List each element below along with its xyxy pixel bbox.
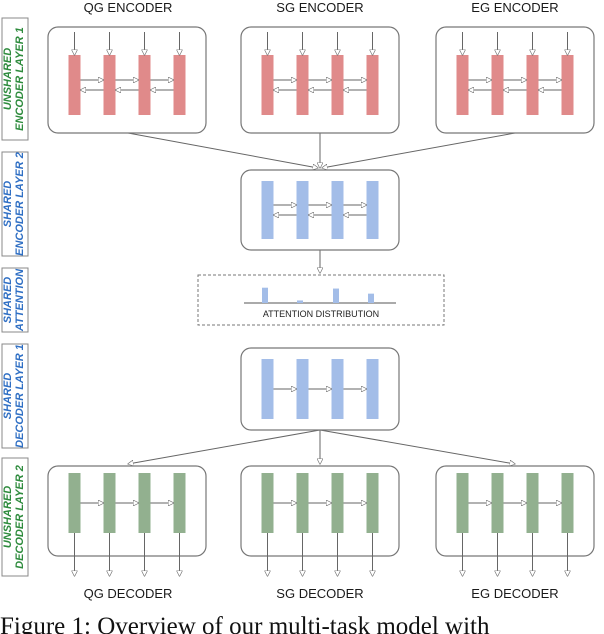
- hidden-state-bar: [561, 473, 574, 533]
- attention-bar: [262, 287, 268, 303]
- hidden-state-bar: [261, 473, 274, 533]
- hidden-state-bar: [103, 55, 116, 115]
- hidden-state-bar: [366, 473, 379, 533]
- eg-decoder-title: EG DECODER: [471, 586, 558, 601]
- hidden-state-bar: [366, 55, 379, 115]
- hidden-state-bar: [296, 359, 309, 419]
- attention-bars: [262, 287, 374, 303]
- eg-encoder-module: [435, 26, 595, 134]
- hidden-state-bar: [138, 55, 151, 115]
- hidden-state-bar: [261, 181, 274, 239]
- hidden-state-bar: [456, 55, 469, 115]
- side-label-line2: ENCODER LAYER 2: [14, 152, 26, 256]
- side-label-line1: UNSHARED: [2, 48, 14, 110]
- module-box: [240, 465, 400, 557]
- hidden-state-bar: [261, 55, 274, 115]
- side-label-line2: DECODER LAYER 1: [14, 344, 26, 448]
- eg-encoder-title: EG ENCODER: [471, 0, 558, 15]
- hidden-state-bar: [366, 359, 379, 419]
- attention-bar: [368, 293, 374, 303]
- side-label-line2: ENCODER LAYER 1: [14, 27, 26, 131]
- hidden-state-bar: [526, 55, 539, 115]
- hidden-state-bar: [331, 473, 344, 533]
- figure-caption: Figure 1: Overview of our multi-task mod…: [0, 613, 490, 634]
- eg-decoder-module: [435, 465, 595, 576]
- side-label-line2: DECODER LAYER 2: [14, 465, 26, 569]
- enc1-to-enc2-line: [127, 132, 318, 168]
- hidden-state-bar: [526, 473, 539, 533]
- attention-bar: [297, 300, 303, 303]
- hidden-state-bar: [366, 181, 379, 239]
- hidden-state-bar: [173, 473, 186, 533]
- qg-encoder-module: [47, 26, 207, 134]
- attention-module: ATTENTION DISTRIBUTION: [197, 274, 445, 326]
- hidden-state-bar: [296, 55, 309, 115]
- shared-encoder-module: [240, 169, 400, 251]
- qg-encoder-title: QG ENCODER: [84, 0, 173, 15]
- sg-encoder-title: SG ENCODER: [276, 0, 363, 15]
- module-box: [435, 465, 595, 557]
- qg-decoder-module: [47, 465, 207, 576]
- hidden-state-bar: [261, 359, 274, 419]
- side-label-shared-decoder-layer-1: SHARED DECODER LAYER 1: [1, 343, 29, 449]
- hidden-state-bar: [331, 181, 344, 239]
- side-label-line1: SHARED: [2, 181, 14, 228]
- hidden-state-bar: [491, 55, 504, 115]
- side-label-line1: SHARED: [2, 373, 14, 420]
- side-label-line1: UNSHARED: [2, 486, 14, 548]
- hidden-state-bar: [138, 473, 151, 533]
- sg-decoder-module: [240, 465, 400, 576]
- dec1-to-dec2-line: [128, 429, 321, 464]
- hidden-state-bar: [68, 55, 81, 115]
- qg-decoder-title: QG DECODER: [84, 586, 173, 601]
- sg-decoder-title: SG DECODER: [276, 586, 363, 601]
- module-box: [47, 465, 207, 557]
- side-label-shared-attention: SHARED ATTENTION: [1, 267, 29, 333]
- hidden-state-bar: [331, 55, 344, 115]
- hidden-state-bar: [103, 473, 116, 533]
- attention-distribution-label: ATTENTION DISTRIBUTION: [263, 309, 379, 319]
- module-box: [240, 169, 400, 251]
- shared-decoder-module: [240, 347, 400, 431]
- side-label-unshared-decoder-layer-2: UNSHARED DECODER LAYER 2: [1, 457, 29, 577]
- dec1-to-dec2-line: [319, 429, 515, 464]
- side-label-unshared-encoder-layer-1: UNSHARED ENCODER LAYER 1: [1, 17, 29, 141]
- hidden-state-bar: [561, 55, 574, 115]
- hidden-state-bar: [456, 473, 469, 533]
- hidden-state-bar: [331, 359, 344, 419]
- hidden-state-bar: [296, 181, 309, 239]
- attention-bar: [333, 288, 339, 303]
- sg-encoder-module: [240, 26, 400, 134]
- side-label-line1: SHARED: [2, 277, 14, 324]
- hidden-state-bar: [173, 55, 186, 115]
- hidden-state-bar: [68, 473, 81, 533]
- hidden-state-bar: [296, 473, 309, 533]
- enc1-to-enc2-line: [322, 132, 516, 168]
- connector-lines: [127, 132, 516, 464]
- hidden-state-bar: [491, 473, 504, 533]
- side-label-line2: ATTENTION: [14, 268, 26, 332]
- side-label-shared-encoder-layer-2: SHARED ENCODER LAYER 2: [1, 151, 29, 257]
